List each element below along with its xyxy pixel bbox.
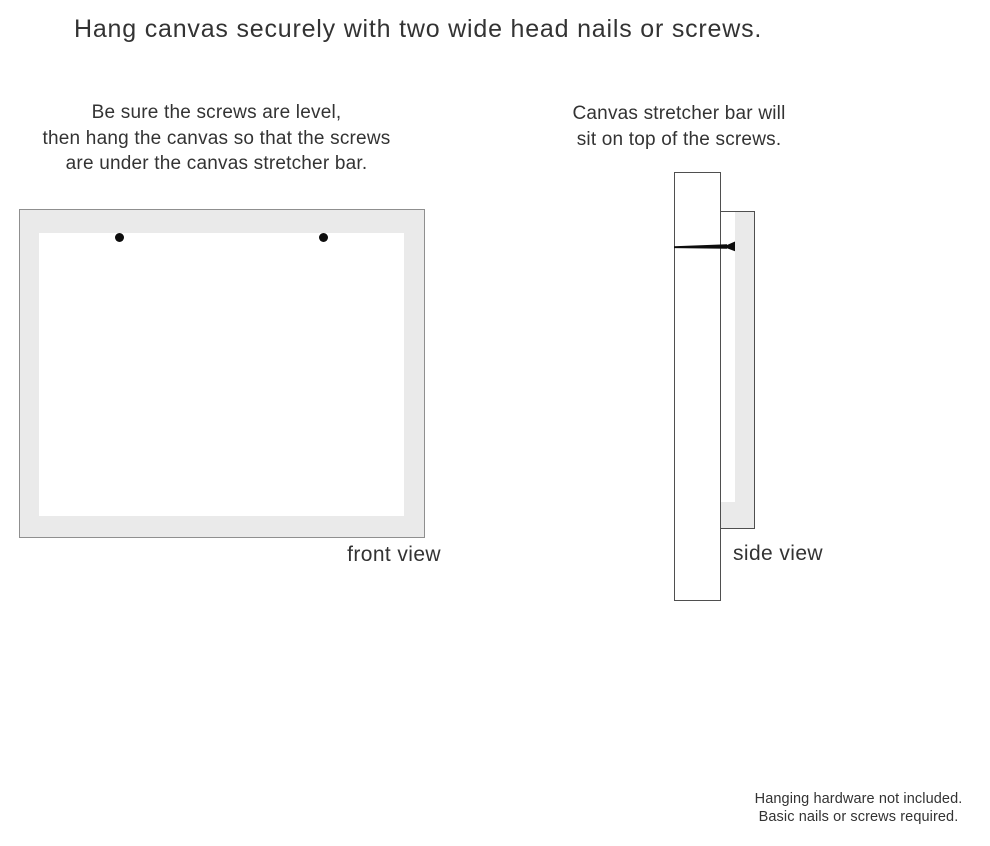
front-view-instructions: Be sure the screws are level, then hang … bbox=[20, 100, 413, 177]
wall-bar bbox=[674, 172, 721, 601]
instruction-line: sit on top of the screws. bbox=[576, 128, 782, 150]
hardware-note-line: Hanging hardware not included. bbox=[754, 791, 963, 807]
instruction-line: then hang the canvas so that the screws bbox=[42, 127, 391, 149]
canvas-side-profile bbox=[720, 211, 755, 529]
side-view-instructions: Canvas stretcher bar will sit on top of … bbox=[540, 101, 818, 152]
stretcher-bar-strip bbox=[721, 212, 735, 502]
canvas-front-face bbox=[39, 233, 404, 516]
side-view-caption: side view bbox=[733, 542, 823, 565]
instruction-line: Be sure the screws are level, bbox=[91, 102, 342, 123]
page-title: Hang canvas securely with two wide head … bbox=[74, 15, 763, 43]
instruction-line: are under the canvas stretcher bar. bbox=[65, 153, 368, 174]
hardware-note: Hanging hardware not included. Basic nai… bbox=[746, 791, 971, 826]
screw-right-icon bbox=[319, 233, 328, 242]
screw-left-icon bbox=[115, 233, 124, 242]
nail-icon bbox=[674, 241, 735, 252]
instruction-line: Canvas stretcher bar will bbox=[572, 103, 786, 124]
front-view-diagram bbox=[19, 209, 425, 538]
front-view-caption: front view bbox=[347, 543, 441, 566]
hardware-note-line: Basic nails or screws required. bbox=[758, 808, 959, 825]
